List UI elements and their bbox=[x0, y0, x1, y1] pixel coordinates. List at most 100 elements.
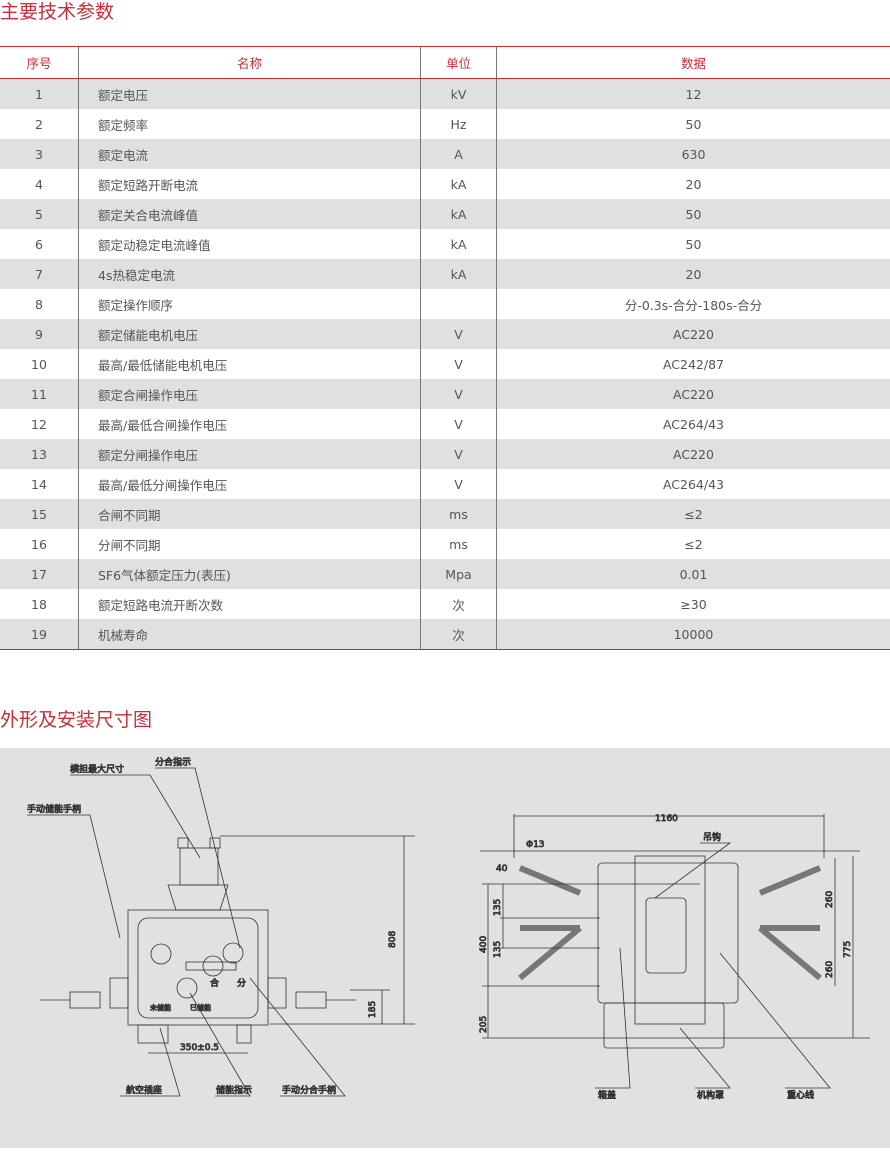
cell-unit: V bbox=[421, 379, 497, 409]
cell-unit: V bbox=[421, 349, 497, 379]
cell-index: 11 bbox=[0, 379, 79, 409]
cell-value: AC220 bbox=[497, 319, 890, 349]
cell-value: 50 bbox=[497, 109, 890, 139]
cell-unit: kA bbox=[421, 229, 497, 259]
svg-text:机构罩: 机构罩 bbox=[697, 1089, 724, 1101]
section-title-dimensions: 外形及安装尺寸图 bbox=[0, 708, 152, 732]
cell-name: 额定电流 bbox=[79, 139, 421, 169]
svg-text:横担最大尺寸: 横担最大尺寸 bbox=[70, 763, 124, 775]
cell-name: 额定合闸操作电压 bbox=[79, 379, 421, 409]
svg-text:手动分合手柄: 手动分合手柄 bbox=[282, 1084, 336, 1096]
section-title-specs: 主要技术参数 bbox=[0, 0, 114, 24]
cell-index: 14 bbox=[0, 469, 79, 499]
cell-value: 630 bbox=[497, 139, 890, 169]
cell-name: 4s热稳定电流 bbox=[79, 259, 421, 289]
cell-unit: ms bbox=[421, 499, 497, 529]
cell-unit: A bbox=[421, 139, 497, 169]
cell-index: 7 bbox=[0, 259, 79, 289]
cell-name: 额定频率 bbox=[79, 109, 421, 139]
header-data: 数据 bbox=[497, 47, 890, 79]
cell-value: ≥30 bbox=[497, 589, 890, 619]
cell-index: 12 bbox=[0, 409, 79, 439]
svg-text:吊钩: 吊钩 bbox=[703, 831, 721, 843]
cell-unit bbox=[421, 289, 497, 319]
cell-value: 50 bbox=[497, 229, 890, 259]
svg-text:储能指示: 储能指示 bbox=[216, 1084, 252, 1096]
cell-unit: 次 bbox=[421, 619, 497, 650]
cell-name: 额定储能电机电压 bbox=[79, 319, 421, 349]
cell-value: 50 bbox=[497, 199, 890, 229]
cell-unit: Hz bbox=[421, 109, 497, 139]
cell-name: 额定动稳定电流峰值 bbox=[79, 229, 421, 259]
cell-unit: 次 bbox=[421, 589, 497, 619]
cell-index: 6 bbox=[0, 229, 79, 259]
cell-value: AC264/43 bbox=[497, 409, 890, 439]
cell-name: SF6气体额定压力(表压) bbox=[79, 559, 421, 589]
cell-value: AC242/87 bbox=[497, 349, 890, 379]
cell-name: 额定短路电流开断次数 bbox=[79, 589, 421, 619]
svg-text:775: 775 bbox=[843, 941, 853, 958]
svg-text:手动储能手柄: 手动储能手柄 bbox=[27, 803, 81, 815]
svg-text:260: 260 bbox=[825, 891, 835, 908]
header-unit: 单位 bbox=[421, 47, 497, 79]
svg-text:350±0.5: 350±0.5 bbox=[180, 1043, 219, 1053]
cell-name: 额定电压 bbox=[79, 79, 421, 110]
cell-unit: V bbox=[421, 469, 497, 499]
cell-index: 8 bbox=[0, 289, 79, 319]
cell-index: 19 bbox=[0, 619, 79, 650]
cell-value: 12 bbox=[497, 79, 890, 110]
cell-unit: V bbox=[421, 439, 497, 469]
cell-name: 机械寿命 bbox=[79, 619, 421, 650]
header-index: 序号 bbox=[0, 47, 79, 79]
cell-unit: kA bbox=[421, 259, 497, 289]
svg-text:重心线: 重心线 bbox=[787, 1089, 814, 1101]
svg-text:1160: 1160 bbox=[655, 814, 678, 824]
svg-text:400: 400 bbox=[479, 936, 489, 953]
cell-index: 15 bbox=[0, 499, 79, 529]
cell-unit: kA bbox=[421, 169, 497, 199]
cell-name: 额定操作顺序 bbox=[79, 289, 421, 319]
svg-text:40: 40 bbox=[496, 864, 508, 874]
cell-name: 最高/最低储能电机电压 bbox=[79, 349, 421, 379]
svg-text:808: 808 bbox=[388, 931, 398, 948]
cell-index: 18 bbox=[0, 589, 79, 619]
cell-value: 分-0.3s-合分-180s-合分 bbox=[497, 289, 890, 319]
cell-name: 额定短路开断电流 bbox=[79, 169, 421, 199]
cell-index: 17 bbox=[0, 559, 79, 589]
cell-index: 13 bbox=[0, 439, 79, 469]
cell-unit: kA bbox=[421, 199, 497, 229]
svg-text:260: 260 bbox=[825, 961, 835, 978]
cell-unit: kV bbox=[421, 79, 497, 110]
cell-value: AC220 bbox=[497, 379, 890, 409]
svg-text:135: 135 bbox=[493, 941, 503, 958]
cell-name: 最高/最低分闸操作电压 bbox=[79, 469, 421, 499]
cell-value: AC264/43 bbox=[497, 469, 890, 499]
cell-value: 20 bbox=[497, 169, 890, 199]
cell-index: 16 bbox=[0, 529, 79, 559]
cell-name: 额定关合电流峰值 bbox=[79, 199, 421, 229]
cell-index: 2 bbox=[0, 109, 79, 139]
cell-index: 5 bbox=[0, 199, 79, 229]
svg-text:箱盖: 箱盖 bbox=[598, 1089, 616, 1101]
svg-text:未储能: 未储能 bbox=[150, 1003, 171, 1012]
cell-index: 1 bbox=[0, 79, 79, 110]
svg-text:Φ13: Φ13 bbox=[526, 840, 545, 850]
cell-index: 9 bbox=[0, 319, 79, 349]
header-name: 名称 bbox=[79, 47, 421, 79]
cell-unit: ms bbox=[421, 529, 497, 559]
